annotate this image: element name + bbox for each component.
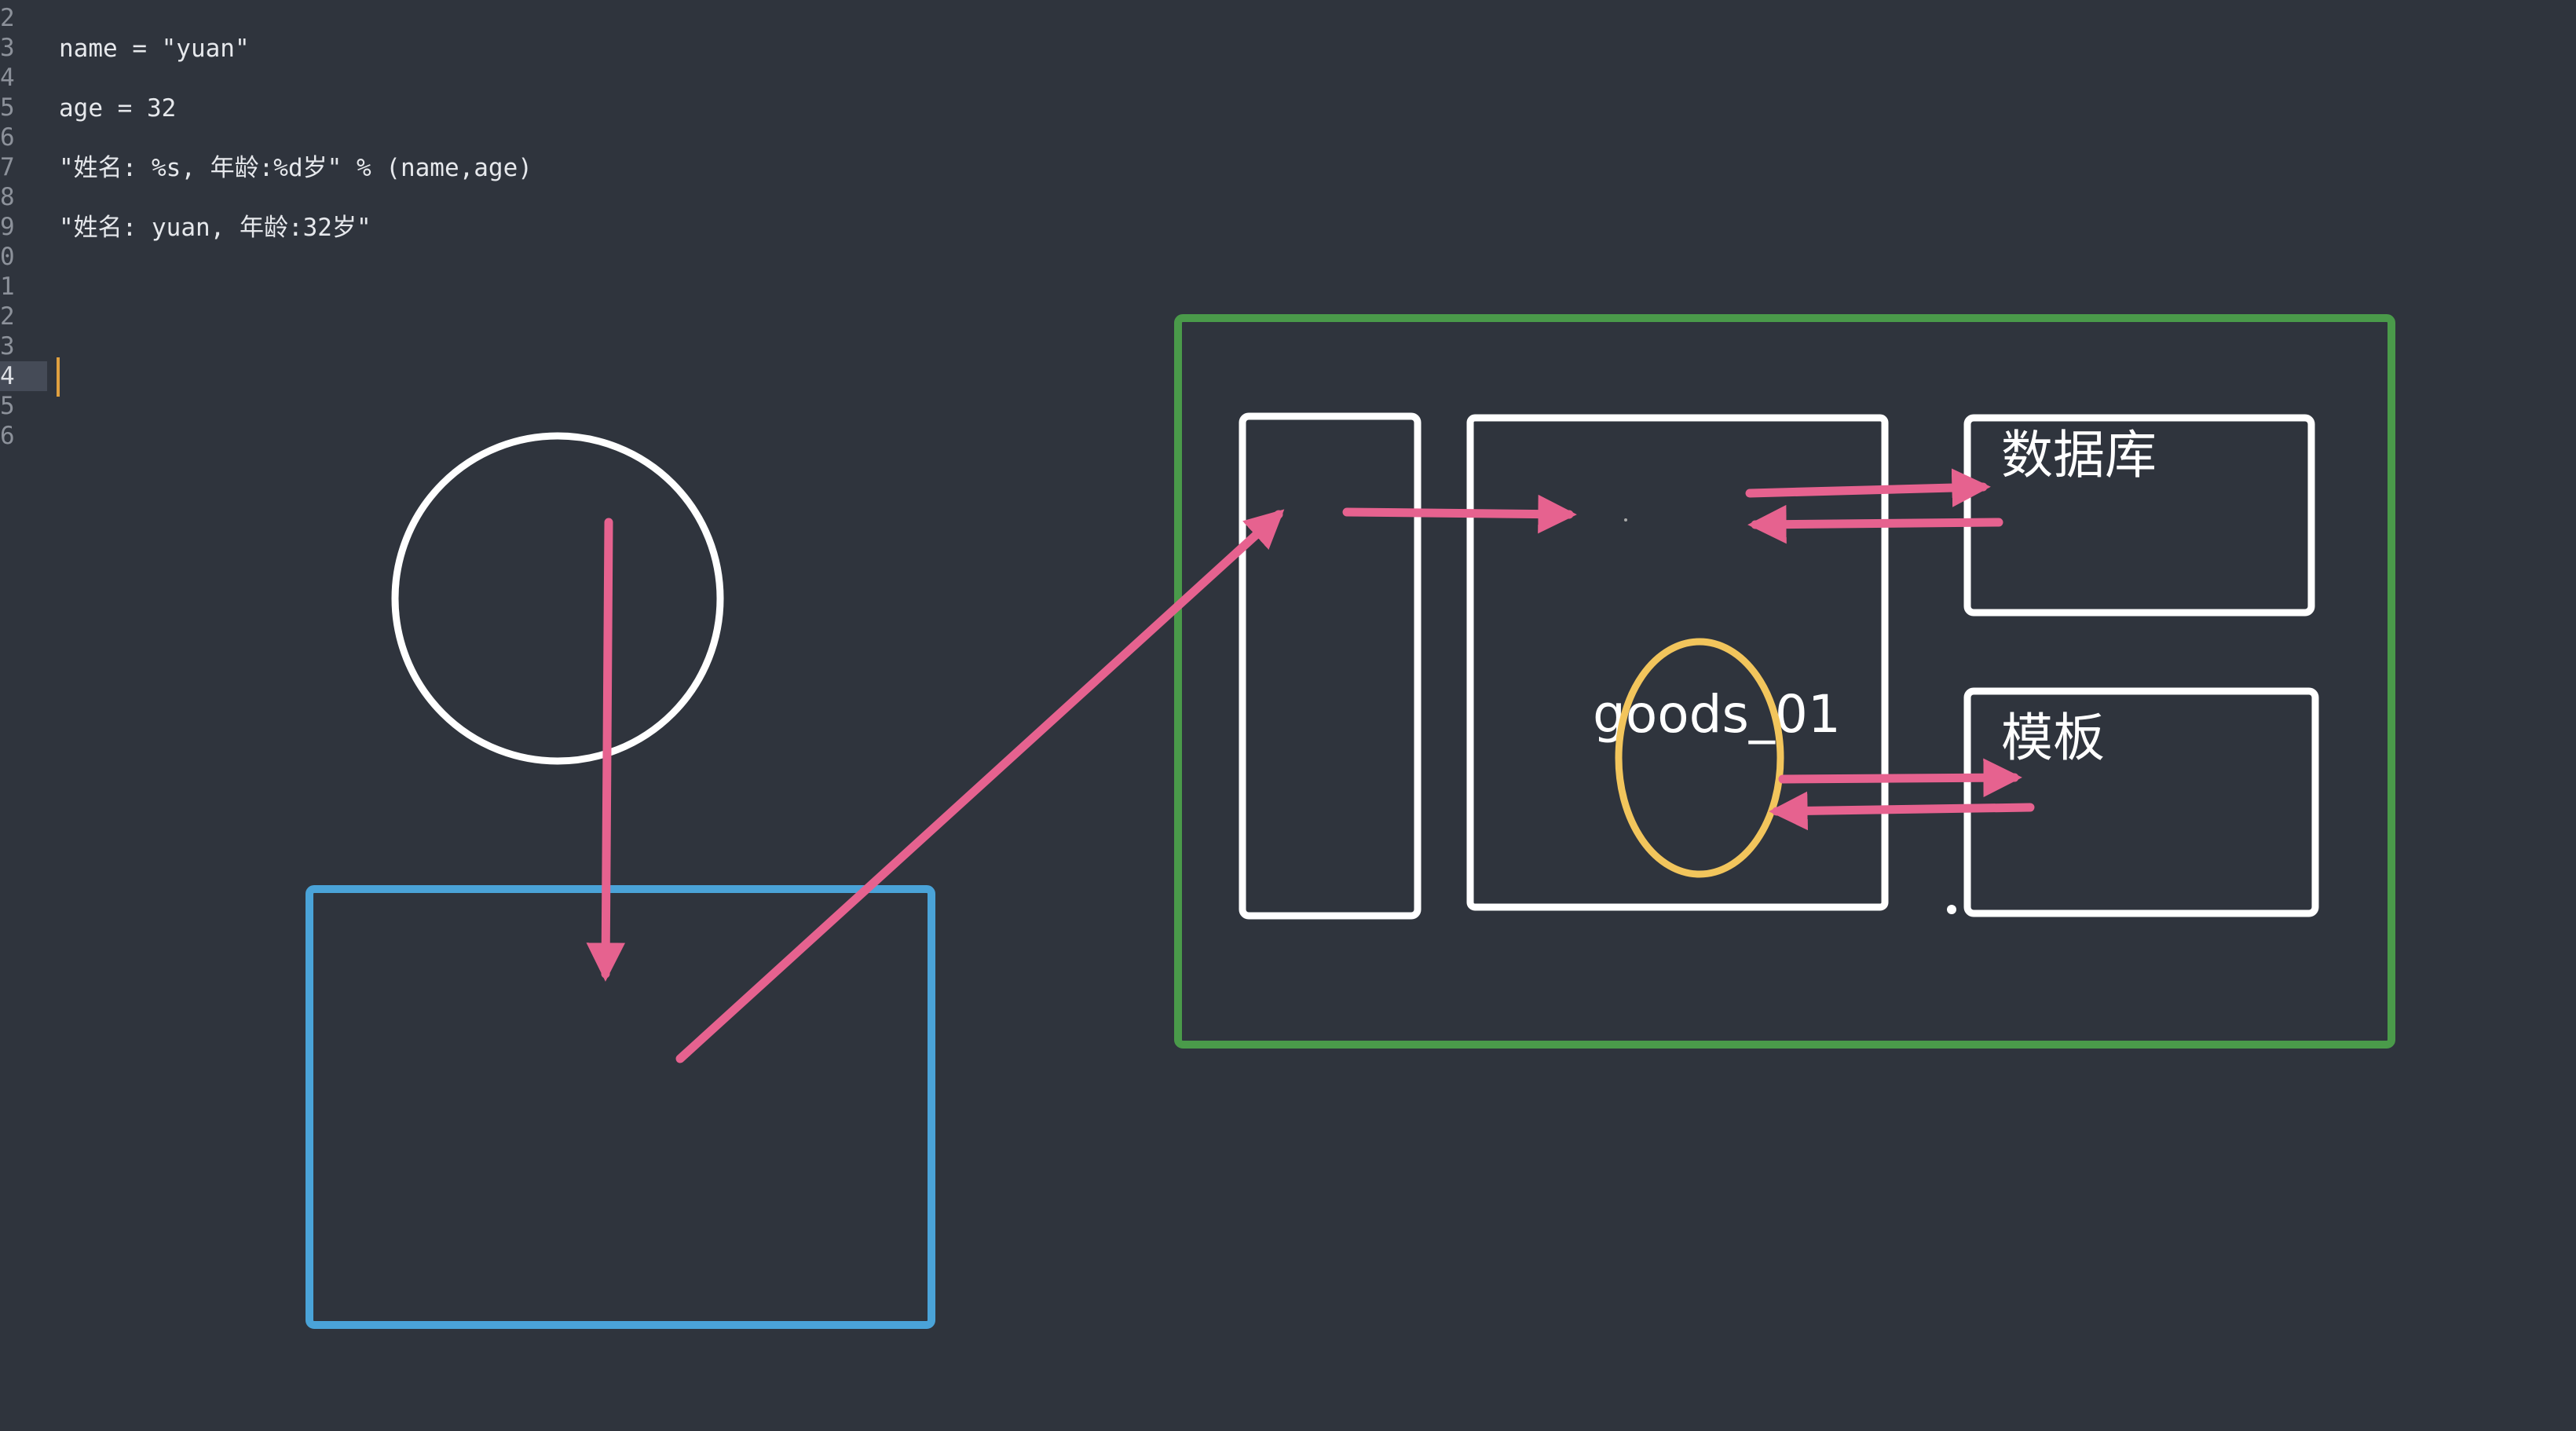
line-number: 7 — [0, 153, 15, 181]
database-box — [1963, 414, 2315, 617]
arrow-client-to-browser — [586, 518, 626, 982]
arrow-views-to-template — [1778, 758, 2022, 798]
views-box — [1466, 414, 1889, 911]
line-number: 8 — [0, 183, 15, 211]
line-number: 9 — [0, 213, 15, 241]
line-number: 5 — [0, 392, 15, 420]
arrow-routing-to-views — [1342, 494, 1577, 534]
routing-box — [1239, 412, 1422, 920]
template-label: 模板 — [2001, 708, 2105, 768]
dot-marker — [1624, 518, 1627, 522]
line-number-active: 4 — [0, 361, 47, 391]
line-number: 6 — [0, 422, 15, 450]
line-number: 0 — [0, 243, 15, 271]
dot-marker — [1947, 905, 1956, 914]
line-number: 5 — [0, 93, 15, 122]
arrow-template-to-views — [1769, 791, 2035, 831]
line-number-gutter: 2 3 4 5 6 7 8 9 0 1 2 3 4 5 6 — [0, 0, 47, 471]
line-number: 2 — [0, 4, 15, 32]
code-line-format-result[interactable]: "姓名: yuan, 年龄:32岁" — [59, 214, 371, 242]
code-line-name[interactable]: name = "yuan" — [59, 35, 250, 63]
server-frame — [1174, 314, 2395, 1049]
goods-ellipse — [1615, 638, 1784, 878]
code-line-format-expression[interactable]: "姓名: %s, 年龄:%d岁" % (name,age) — [59, 154, 532, 182]
browser-box — [306, 885, 935, 1329]
line-number: 3 — [0, 332, 15, 360]
code-line-age[interactable]: age = 32 — [59, 94, 177, 123]
line-number: 3 — [0, 34, 15, 62]
client-circle — [391, 432, 724, 765]
line-number: 2 — [0, 302, 15, 331]
template-box — [1963, 687, 2319, 917]
line-number: 1 — [0, 273, 15, 301]
database-label: 数据库 — [2001, 425, 2157, 485]
line-number: 4 — [0, 64, 15, 92]
text-cursor — [57, 357, 60, 397]
arrow-database-to-views — [1747, 504, 2003, 544]
arrow-browser-to-routing — [675, 509, 1285, 1063]
line-number: 6 — [0, 123, 15, 152]
arrow-views-to-database — [1745, 468, 1991, 507]
